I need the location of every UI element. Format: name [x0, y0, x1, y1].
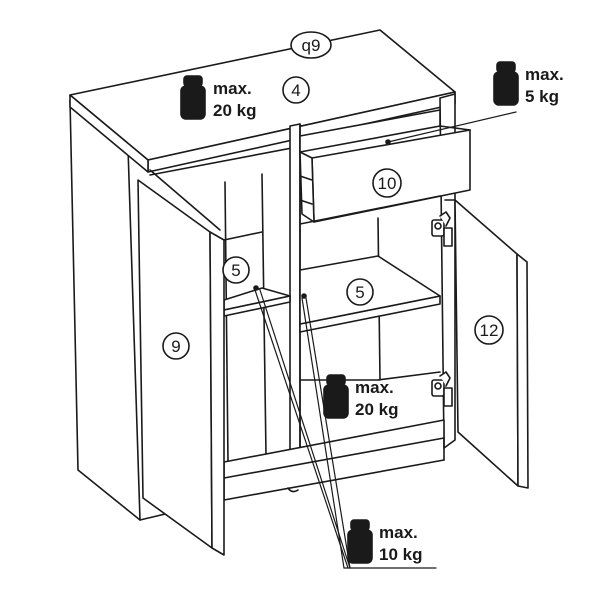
load-label-bottom-compartment: max. 20 kg [355, 378, 398, 419]
part-label-door-right-text: 12 [480, 321, 499, 340]
part-label-door-left: 9 [162, 332, 190, 360]
part-label-top: 4 [282, 76, 310, 104]
leader-dot [253, 285, 259, 291]
leader-dot [385, 139, 391, 145]
load-shelves-value: 10 kg [379, 545, 422, 564]
part-label-shelf-left: 5 [222, 256, 250, 284]
leader-drawer [387, 111, 517, 143]
part-label-shelf-right-text: 5 [355, 283, 364, 302]
foot [287, 487, 299, 493]
load-top-value: 20 kg [213, 101, 256, 120]
part-label-top-text: 4 [291, 81, 300, 100]
hinge-icon [431, 371, 453, 407]
load-drawer-max: max. [525, 65, 564, 84]
hinge-icon [431, 211, 453, 247]
load-bottom-max: max. [355, 378, 394, 397]
part-label-door-left-text: 9 [171, 337, 180, 356]
leader-shelf-right-2 [305, 297, 351, 569]
weight-icon [347, 519, 373, 564]
middle-divider [289, 123, 301, 453]
part-label-drawer-text: 10 [378, 174, 397, 193]
top-panel-side-edge [69, 94, 149, 173]
load-top-max: max. [213, 79, 252, 98]
leader-shelf-left-2 [259, 289, 351, 569]
weight-icon [493, 61, 519, 106]
load-label-shelves: max. 10 kg [379, 523, 422, 564]
part-label-shelf-left-text: 5 [231, 261, 240, 280]
load-bottom-value: 20 kg [355, 400, 398, 419]
part-label-top-outer-text: q9 [302, 36, 321, 55]
load-label-top: max. 20 kg [213, 79, 256, 120]
inner-back-left-2 [261, 173, 267, 456]
plinth-edge [223, 459, 445, 501]
part-label-drawer: 10 [372, 168, 402, 198]
part-label-top-outer: q9 [290, 31, 332, 59]
leader-shelf-right [301, 297, 345, 569]
leader-shelf-left [254, 289, 349, 569]
leader-lines [254, 111, 517, 569]
inner-floor-right-2 [377, 371, 441, 381]
load-drawer-value: 5 kg [525, 87, 559, 106]
cabinet-body [69, 29, 456, 521]
shelf-left [223, 231, 291, 317]
part-label-shelf-right: 5 [346, 278, 374, 306]
load-shelves-max: max. [379, 523, 418, 542]
weight-icon [180, 75, 206, 120]
inner-back-left [224, 181, 229, 463]
leader-dot [301, 293, 307, 299]
door-left [137, 169, 225, 556]
load-label-drawer: max. 5 kg [525, 65, 564, 106]
weight-icon [323, 374, 349, 419]
left-side-panel [69, 99, 141, 521]
part-label-door-right: 12 [474, 315, 504, 345]
